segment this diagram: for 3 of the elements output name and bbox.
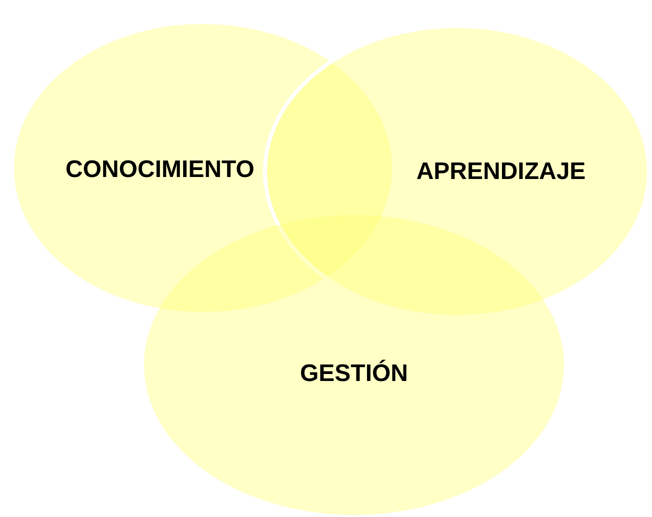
circle-label: APRENDIZAJE [416, 158, 586, 186]
circle-label: GESTIÓN [300, 360, 408, 388]
circle-label: CONOCIMIENTO [66, 156, 254, 184]
